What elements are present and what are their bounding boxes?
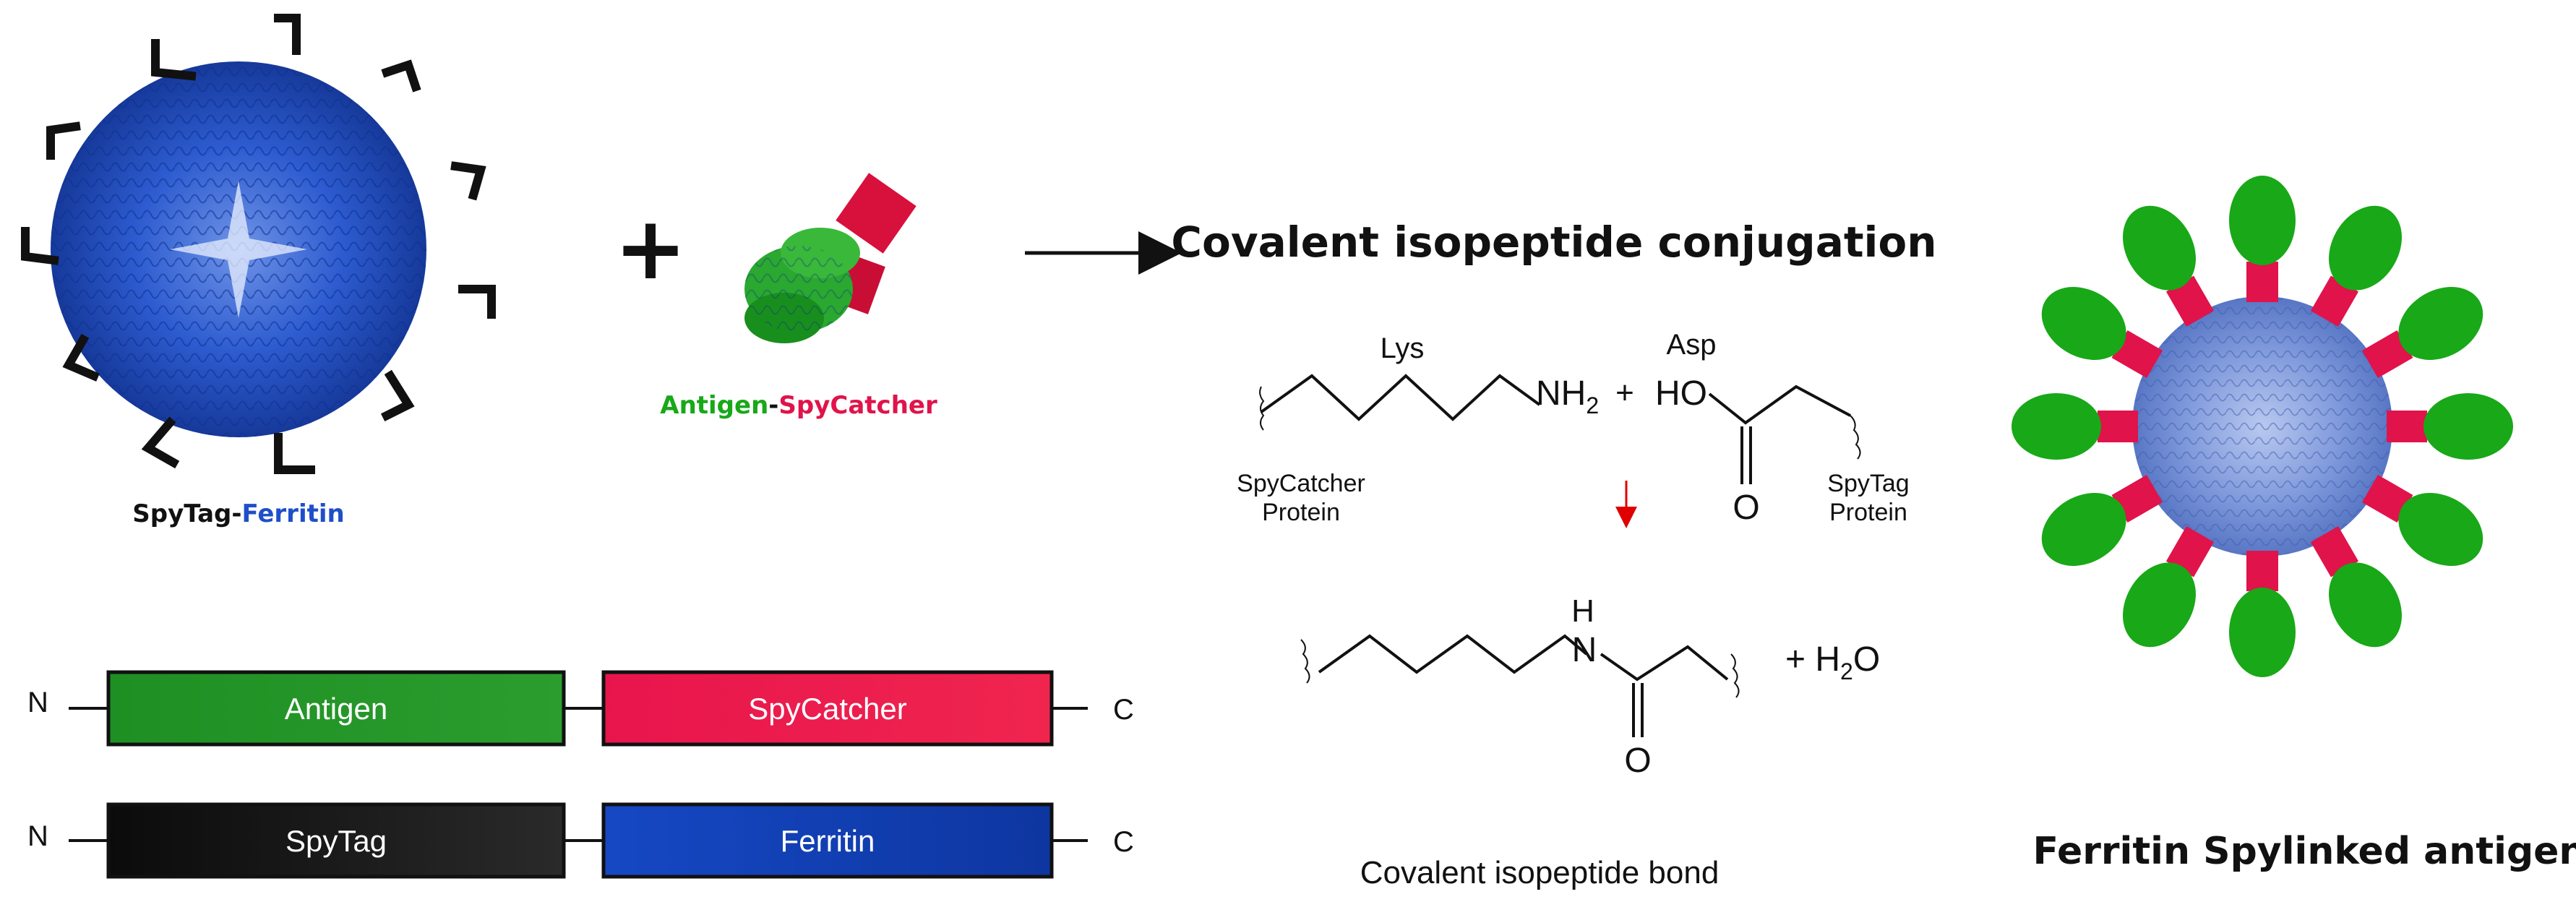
- asp-label: Asp: [1667, 329, 1717, 361]
- spycatcher-text: SpyCatcher: [778, 391, 937, 420]
- amide-n-label: N: [1572, 631, 1597, 669]
- antigen-domain: [2423, 393, 2513, 460]
- spytag-ferritin-particle: [21, 14, 496, 474]
- reactant-plus: +: [1615, 375, 1634, 411]
- dash-text: -: [231, 499, 241, 528]
- ferritin-spylinked-antigen-particle: [2012, 176, 2513, 677]
- water-label: + H2O: [1785, 640, 1880, 684]
- antigen-domain: [2123, 205, 2196, 291]
- antigen-domain: [2041, 493, 2126, 566]
- construct-antigen-spycatcher: N Antigen SpyCatcher C: [27, 670, 1134, 747]
- c-terminus-label: C: [1113, 826, 1134, 858]
- product-structure: H N O + H2O: [1300, 593, 1880, 780]
- antigen-domain: [2398, 493, 2483, 566]
- antigen-domain: [2229, 588, 2296, 677]
- n-terminus-label: N: [27, 687, 48, 718]
- construct-box: [106, 670, 566, 747]
- antigen-domain: [2123, 562, 2196, 648]
- product-o-label: O: [1624, 742, 1651, 780]
- antigen-domain: [2041, 287, 2126, 360]
- construct-box: [601, 670, 1054, 747]
- spytag-text: SpyTag: [132, 499, 231, 528]
- antigen-domain: [2329, 205, 2402, 291]
- construct-spytag-ferritin: N SpyTag Ferritin C: [27, 802, 1134, 879]
- antigen-spycatcher-molecule: [744, 173, 916, 343]
- dash-text-2: -: [768, 391, 778, 420]
- ferritin-text: Ferritin: [242, 499, 345, 528]
- antigen-spycatcher-label: Antigen-SpyCatcher: [660, 391, 937, 420]
- antigen-domain: [2398, 287, 2483, 360]
- n-terminus-label: N: [27, 820, 48, 852]
- antigen-box-label: Antigen: [285, 692, 387, 726]
- spycatcher-domain: [2246, 262, 2278, 302]
- bond-caption: Covalent isopeptide bond: [1360, 855, 1720, 890]
- antigen-text: Antigen: [660, 391, 768, 420]
- lys-label: Lys: [1381, 332, 1425, 364]
- plus-sign: +: [614, 199, 687, 299]
- product-title: Ferritin Spylinked antigen: [2033, 830, 2576, 873]
- antigen-domain: [2229, 176, 2296, 265]
- ferritin-box-label: Ferritin: [781, 824, 875, 858]
- spytag-box-label: SpyTag: [285, 824, 387, 858]
- antigen-domain: [2012, 393, 2101, 460]
- construct-box: [601, 802, 1054, 879]
- spycatcher-box-label: SpyCatcher: [748, 692, 906, 726]
- asp-o-label: O: [1733, 489, 1759, 527]
- ho-label: HO: [1655, 374, 1707, 413]
- antigen-domain: [2329, 562, 2402, 648]
- reaction-title: Covalent isopeptide conjugation: [1171, 218, 1936, 267]
- spycatcher-domain: [2246, 551, 2278, 591]
- spycatcher-domain: [2387, 411, 2427, 442]
- amide-h-label: H: [1571, 593, 1594, 629]
- spytag-ferritin-label: SpyTag-Ferritin: [132, 499, 344, 528]
- nh2-label: NH2: [1536, 374, 1599, 418]
- c-terminus-label: C: [1113, 694, 1134, 726]
- spycatcher-domain: [2098, 411, 2138, 442]
